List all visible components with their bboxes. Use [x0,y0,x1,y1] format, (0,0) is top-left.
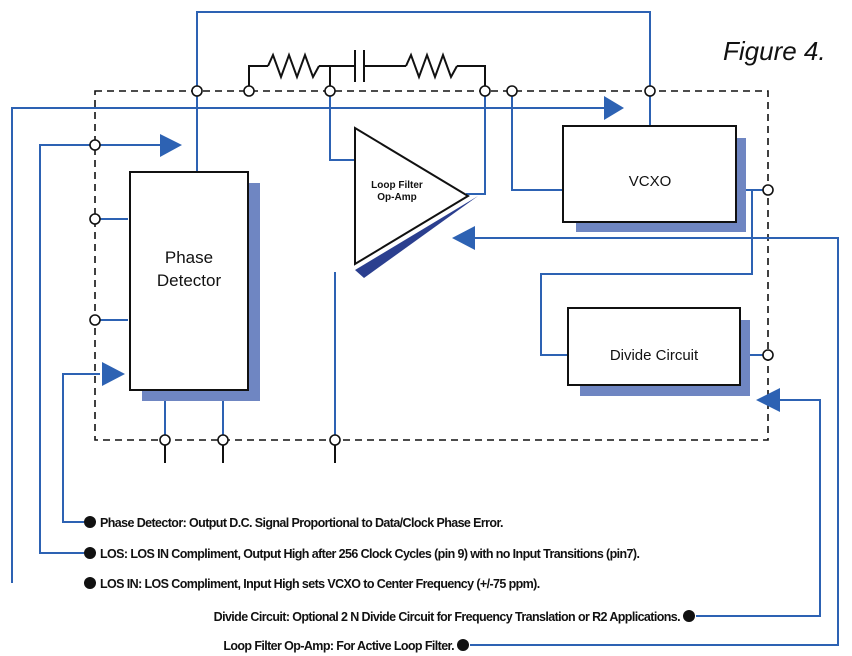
signal-arrows [102,96,780,412]
phase-detector-label-2: Detector [157,271,222,290]
arrow-left-opamp-icon [452,226,475,250]
arrow-right-los-icon [160,134,182,157]
note-phase-detector: Phase Detector: Output D.C. Signal Propo… [100,516,503,530]
loop-filter-label-1: Loop Filter [371,180,423,191]
arrow-right-losin-icon [102,362,125,386]
vcxo-block: VCXO [562,125,746,232]
loop-filter-network [248,50,486,161]
note-los-in: LOS IN: LOS Compliment, Input High sets … [100,577,540,591]
phase-detector-label-1: Phase [165,248,213,267]
arrow-right-top-icon [604,96,624,120]
resistor-2 [405,52,458,80]
note-loop-filter: Loop Filter Op-Amp: For Active Loop Filt… [223,639,454,653]
annotation-notes: Phase Detector: Output D.C. Signal Propo… [100,516,681,653]
loop-filter-opamp-block: Loop Filter Op-Amp [354,126,478,278]
resistor-1 [267,52,320,80]
connection-pins [89,85,774,446]
phase-detector-block: Phase Detector [129,171,260,401]
annotation-dots [84,516,695,651]
arrow-left-divide-icon [756,388,780,412]
note-los: LOS: LOS IN Compliment, Output High afte… [100,547,639,561]
note-divide-circuit: Divide Circuit: Optional 2 N Divide Circ… [214,610,680,624]
vcxo-label: VCXO [629,173,672,190]
loop-filter-label-2: Op-Amp [377,192,416,203]
module-boundary [94,90,769,441]
external-leads [164,440,336,463]
divide-circuit-label: Divide Circuit [610,347,699,364]
divide-circuit-block: Divide Circuit [567,307,750,396]
figure-label: Figure 4. [723,36,826,66]
